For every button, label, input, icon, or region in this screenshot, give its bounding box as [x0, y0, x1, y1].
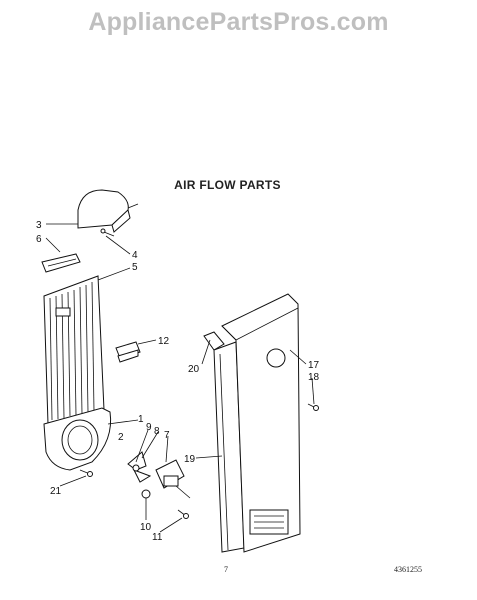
callout-18: 18 — [308, 372, 320, 383]
callout-11: 11 — [152, 532, 163, 543]
document-number: 4361255 — [394, 565, 422, 574]
callout-2: 2 — [118, 432, 124, 443]
callout-5: 5 — [132, 262, 138, 273]
callout-3: 3 — [36, 220, 42, 231]
watermark: AppliancePartsPros.com — [88, 8, 389, 36]
callout-20: 20 — [188, 364, 200, 375]
callout-6: 6 — [36, 234, 42, 245]
air-duct-channel-part — [203, 331, 225, 351]
callout-8: 8 — [154, 426, 160, 437]
evaporator-cover-part — [43, 275, 105, 425]
callout-21: 21 — [50, 486, 62, 497]
leader-lines — [45, 223, 315, 533]
grommet-part-10 — [141, 489, 151, 499]
page-number: 7 — [224, 565, 228, 574]
callout-9: 9 — [146, 422, 152, 433]
duct-cover-part — [77, 189, 139, 233]
diagram-title: AIR FLOW PARTS — [174, 178, 281, 192]
bracket-part-12 — [115, 341, 141, 363]
fan-housing-part — [43, 407, 112, 471]
screw-part-18 — [307, 403, 319, 411]
screw-part-4 — [100, 228, 115, 237]
damper-part — [41, 253, 81, 273]
callout-7: 7 — [164, 430, 170, 441]
callout-4: 4 — [132, 250, 138, 261]
back-cover-panel-part — [221, 293, 301, 553]
callout-19: 19 — [184, 454, 196, 465]
callout-labels: 3 6 4 5 12 20 17 18 1 9 8 7 19 21 10 11 … — [36, 220, 320, 543]
screw-part-21 — [79, 469, 93, 477]
callout-12: 12 — [158, 336, 170, 347]
fan-motor-part — [155, 459, 191, 499]
callout-17: 17 — [308, 360, 320, 371]
screw-part-11 — [177, 509, 189, 519]
callout-1: 1 — [138, 414, 144, 425]
fan-blade-part — [127, 451, 152, 483]
callout-10: 10 — [140, 522, 152, 533]
